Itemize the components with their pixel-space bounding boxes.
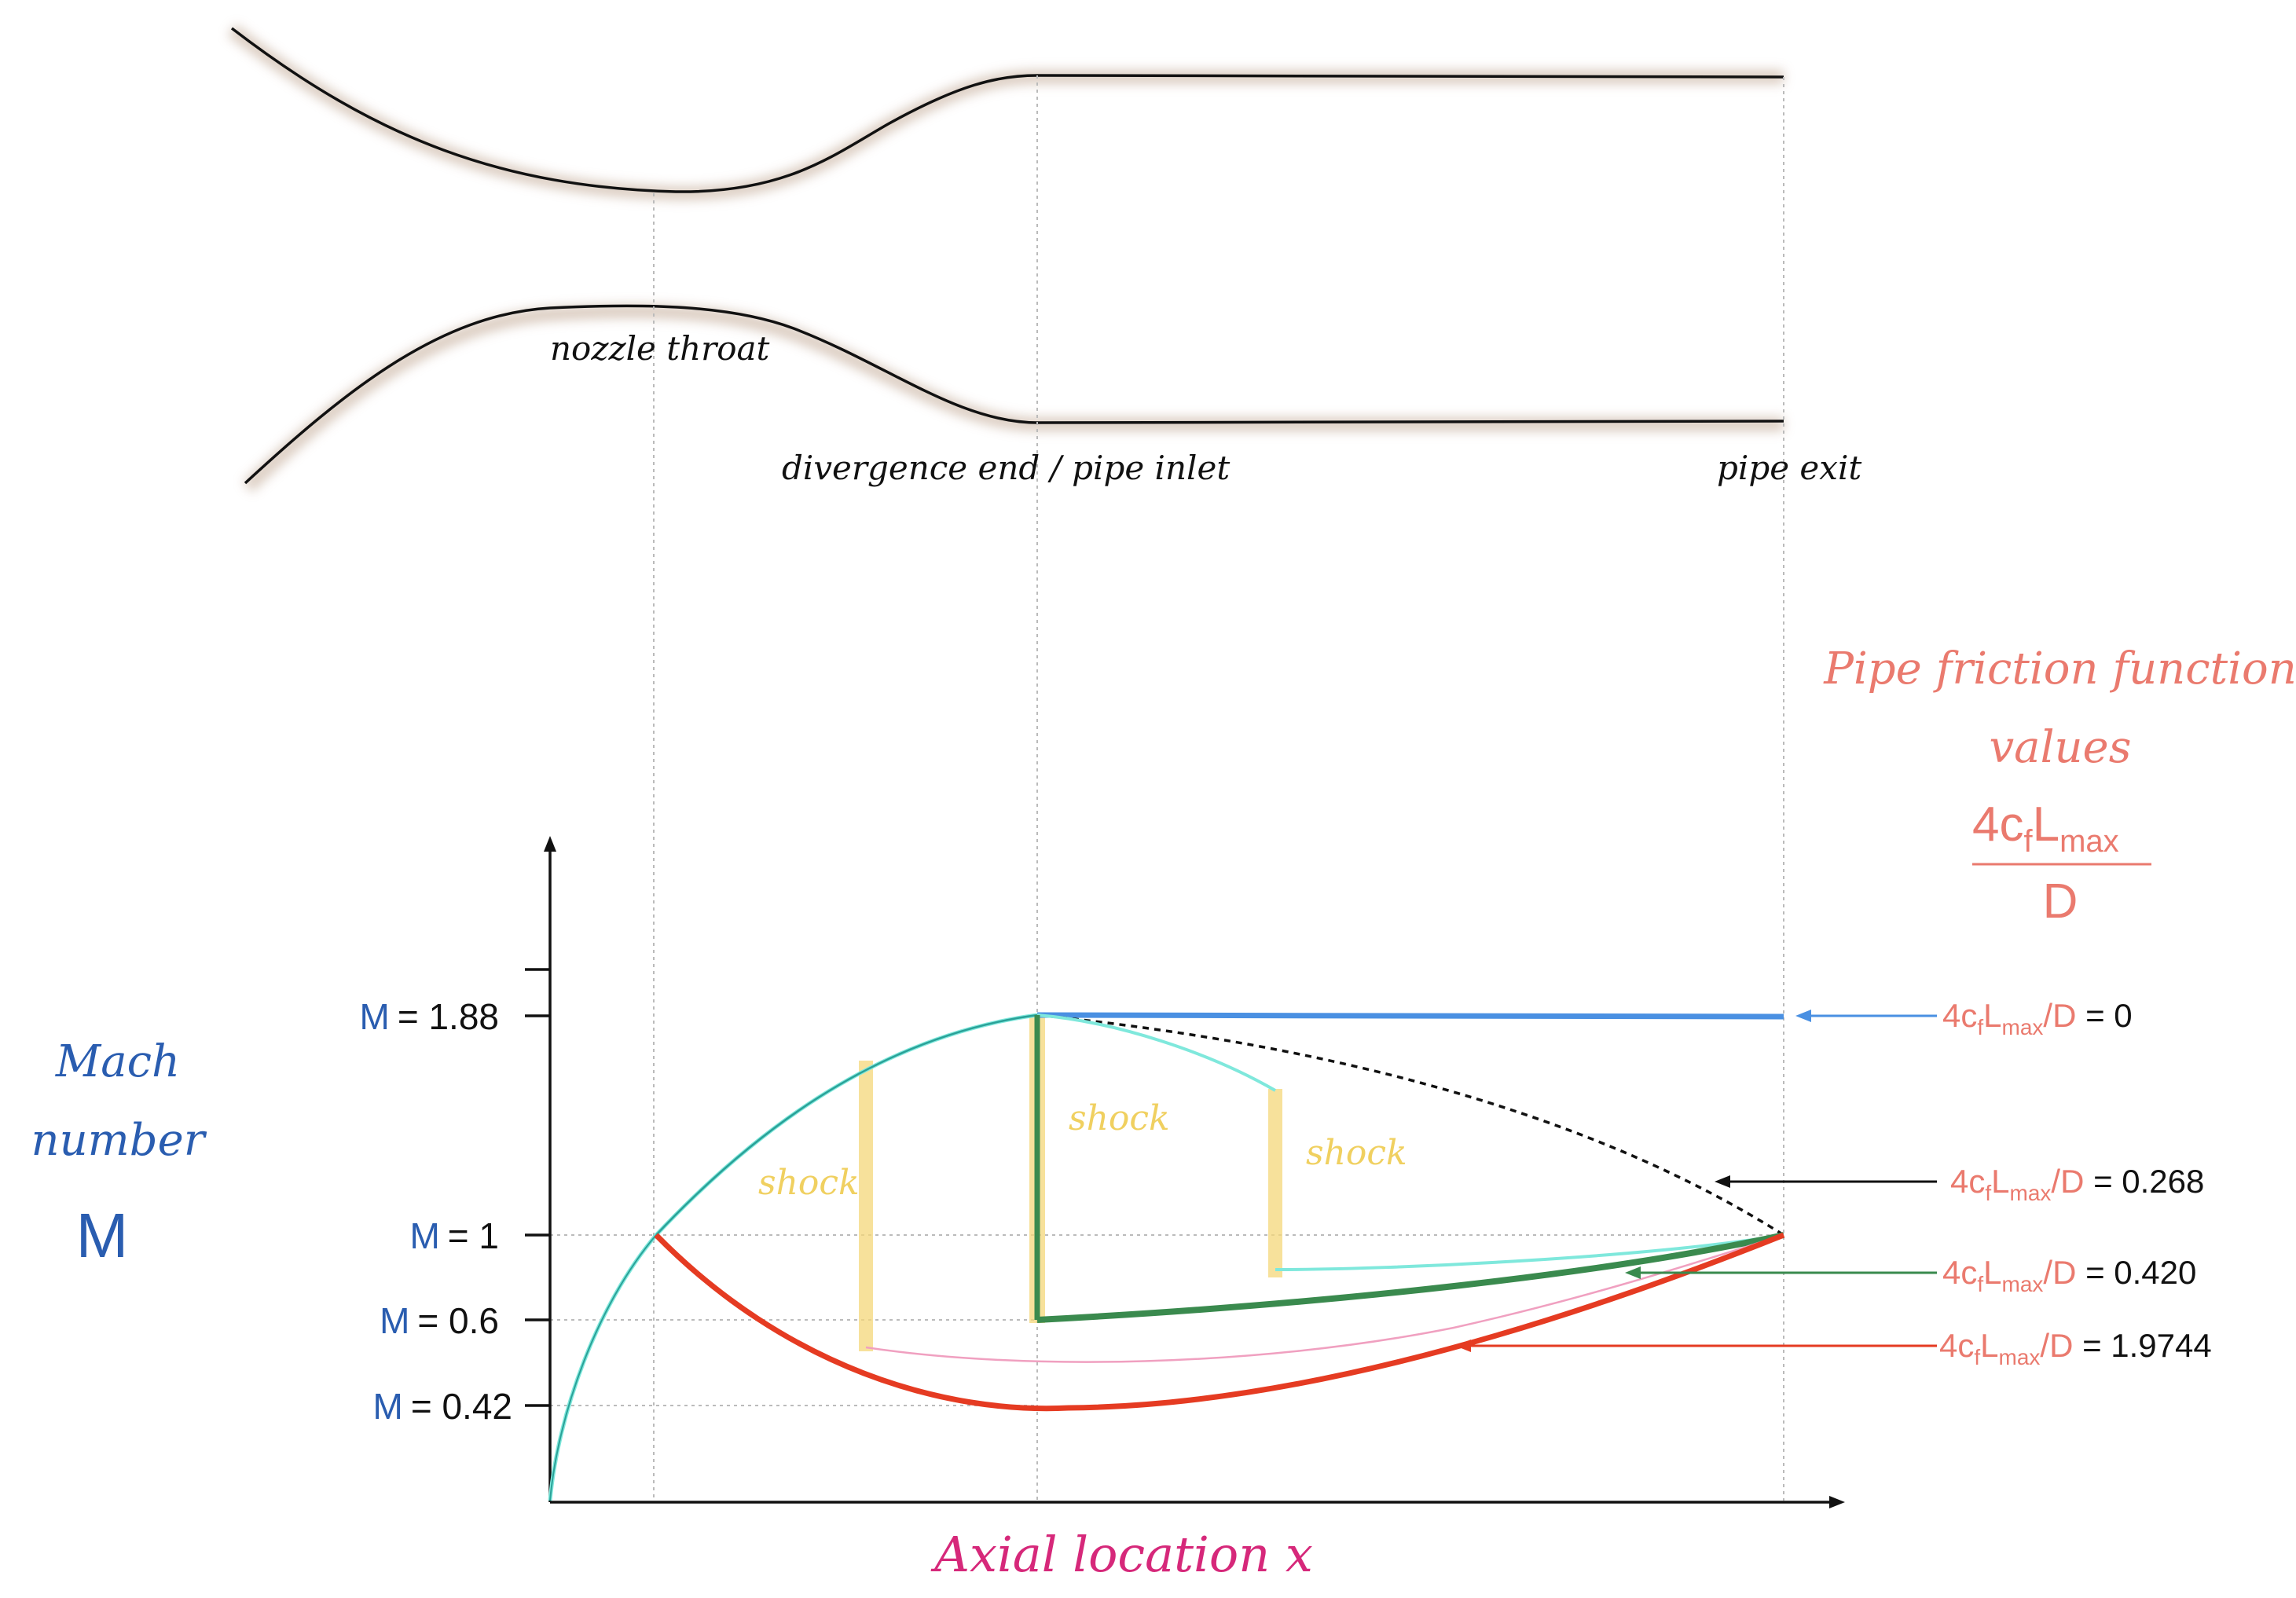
friction-title-line2: values (1990, 722, 2132, 773)
pipe-inlet-label: divergence end / pipe inlet (782, 449, 1230, 487)
curve-friction-0 (1036, 1012, 1784, 1020)
guide-lines (653, 75, 1784, 1501)
friction-fraction: 4cfLmax D (1972, 797, 2151, 929)
curve-shock-nozzle-pink (865, 1233, 1784, 1363)
mach-label-line2: number (31, 1115, 207, 1166)
mach-label-line1: Mach (55, 1036, 180, 1087)
shock-bands (859, 1015, 1282, 1351)
shock-label-2: shock (1069, 1098, 1170, 1138)
tick-m-0.42: M= 0.42 (372, 1386, 512, 1427)
curve-shock-mid-subsonic (1275, 1233, 1784, 1271)
shock-label-3: shock (1306, 1133, 1407, 1173)
friction-label-0: 4cfLmax/D = 0 (1942, 997, 2133, 1039)
nozzle-top-wall (230, 27, 1784, 193)
axes (525, 836, 1845, 1508)
curve-friction-0.420 (1036, 1232, 1784, 1323)
pipe-exit-label: pipe exit (1717, 449, 1861, 487)
friction-title-line1: Pipe friction function (1823, 643, 2296, 695)
mach-symbol: M (76, 1200, 129, 1270)
friction-arrows (1455, 1010, 1937, 1352)
svg-text:4cfLmax: 4cfLmax (1972, 797, 2119, 859)
y-tick-labels: M= 1.88 M= 1 M= 0.6 M= 0.42 (359, 996, 512, 1427)
level-guides (550, 1234, 1784, 1406)
nozzle-geometry (227, 24, 1784, 493)
curve-friction-0.268 (1036, 1013, 1784, 1237)
friction-label-0.268: 4cfLmax/D = 0.268 (1950, 1163, 2204, 1205)
friction-label-1.9744: 4cfLmax/D = 1.9744 (1939, 1327, 2212, 1369)
curve-friction-1.9744 (654, 1232, 1785, 1412)
x-axis-label: Axial location x (930, 1526, 1313, 1583)
mach-curves (548, 1012, 1785, 1501)
tick-m-1.88: M= 1.88 (359, 996, 499, 1037)
tick-m-0.6: M= 0.6 (380, 1300, 499, 1341)
nozzle-throat-label: nozzle throat (550, 329, 770, 368)
svg-text:D: D (2043, 874, 2078, 929)
shock-label-1: shock (758, 1163, 860, 1203)
friction-label-0.420: 4cfLmax/D = 0.420 (1942, 1254, 2196, 1296)
friction-value-labels: 4cfLmax/D = 0 4cfLmax/D = 0.268 4cfLmax/… (1939, 997, 2212, 1369)
curve-shock-mid-supersonic (1036, 1013, 1277, 1092)
nozzle-bottom-wall (244, 304, 1784, 485)
subsonic-rise-curve (548, 1233, 658, 1501)
tick-m-1: M= 1 (409, 1215, 499, 1256)
